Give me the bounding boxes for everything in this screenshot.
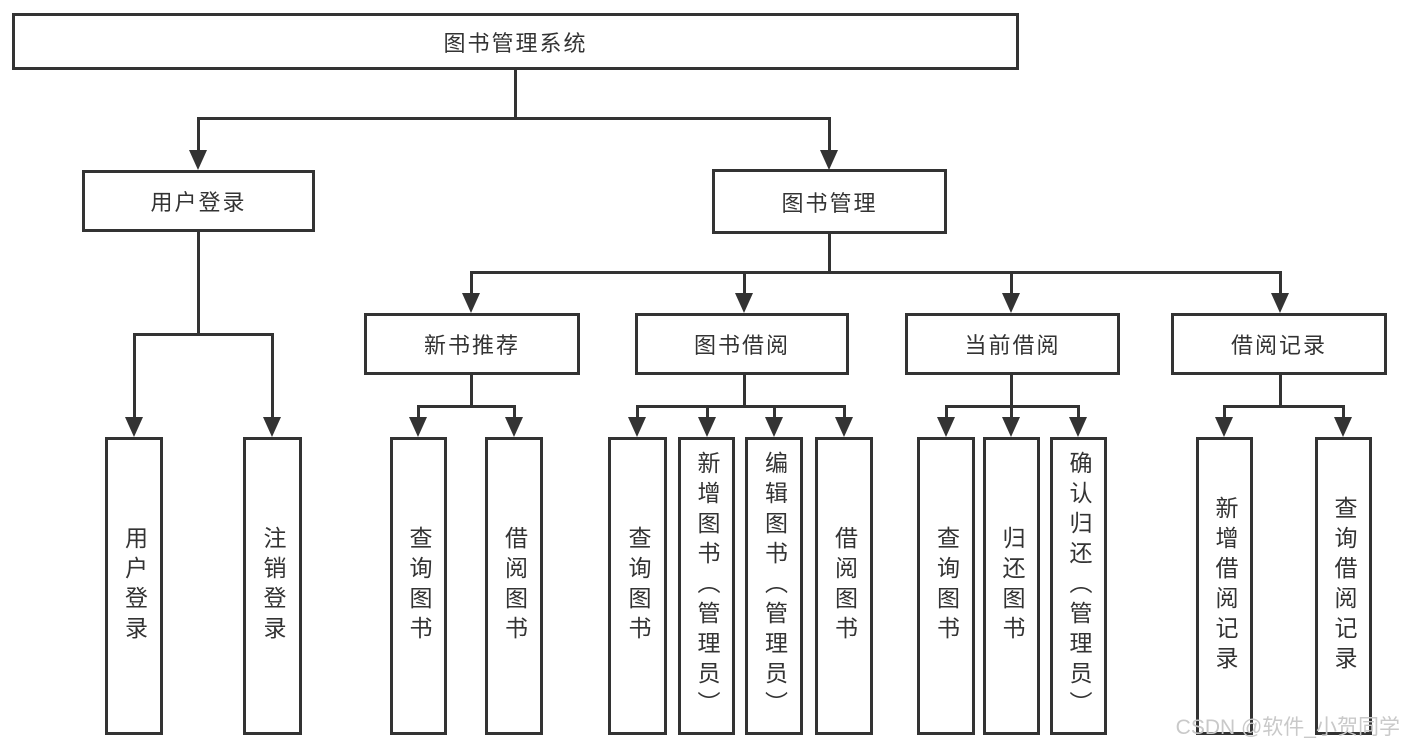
leaf-newbook-borrow: 借阅图书 — [485, 437, 543, 735]
leaf-borrow-query: 查询图书 — [608, 437, 667, 735]
leaf-newbook-query-label: 查询图书 — [406, 526, 432, 646]
connector-line — [1279, 271, 1282, 295]
node-borrow-records-label: 借阅记录 — [1230, 333, 1327, 358]
node-root: 图书管理系统 — [12, 13, 1019, 70]
leaf-logout: 注销登录 — [243, 437, 302, 735]
connector-line — [773, 405, 776, 419]
arrow-down-icon — [628, 417, 646, 437]
leaf-current-query-label: 查询图书 — [933, 526, 960, 646]
connector-line — [470, 271, 1282, 274]
leaf-borrow-edit-book-label: 编辑图书（管理员） — [761, 451, 788, 721]
leaf-user-login: 用户登录 — [105, 437, 163, 735]
leaf-newbook-borrow-label: 借阅图书 — [501, 526, 528, 646]
connector-line — [1077, 405, 1080, 419]
leaf-query-borrow-record-label: 查询借阅记录 — [1331, 496, 1357, 676]
leaf-confirm-return: 确认归还（管理员） — [1050, 437, 1107, 735]
node-borrow-records: 借阅记录 — [1171, 313, 1387, 375]
leaf-add-borrow-record-label: 新增借阅记录 — [1212, 496, 1238, 676]
leaf-borrow-book: 借阅图书 — [815, 437, 873, 735]
arrow-down-icon — [1002, 293, 1020, 313]
arrow-down-icon — [1215, 417, 1233, 437]
connector-line — [470, 271, 473, 295]
arrow-down-icon — [820, 150, 838, 170]
node-root-label: 图书管理系统 — [443, 30, 588, 56]
leaf-confirm-return-label: 确认归还（管理员） — [1066, 451, 1092, 721]
arrow-down-icon — [1002, 417, 1020, 437]
node-new-book-recommend: 新书推荐 — [364, 313, 580, 375]
connector-line — [706, 405, 709, 419]
arrow-down-icon — [189, 150, 207, 170]
node-book-management-label: 图书管理 — [781, 190, 878, 216]
leaf-logout-label: 注销登录 — [260, 526, 286, 646]
leaf-user-login-label: 用户登录 — [121, 526, 148, 646]
connector-line — [513, 405, 516, 419]
connector-line — [197, 232, 200, 333]
connector-line — [1010, 271, 1013, 295]
connector-line — [1010, 375, 1013, 405]
node-book-management: 图书管理 — [712, 169, 947, 234]
arrow-down-icon — [505, 417, 523, 437]
connector-line — [417, 405, 516, 408]
connector-line — [271, 333, 274, 419]
leaf-borrow-edit-book: 编辑图书（管理员） — [745, 437, 803, 735]
arrow-down-icon — [1271, 293, 1289, 313]
arrow-down-icon — [125, 417, 143, 437]
connector-line — [828, 234, 831, 271]
node-user-login-label: 用户登录 — [150, 190, 247, 215]
connector-line — [197, 117, 831, 120]
connector-line — [1342, 405, 1345, 419]
connector-line — [133, 333, 136, 419]
connector-line — [636, 405, 639, 419]
connector-line — [843, 405, 846, 419]
arrow-down-icon — [1069, 417, 1087, 437]
connector-line — [1279, 375, 1282, 405]
node-current-borrow: 当前借阅 — [905, 313, 1120, 375]
node-book-borrow: 图书借阅 — [635, 313, 849, 375]
connector-line — [945, 405, 948, 419]
arrow-down-icon — [263, 417, 281, 437]
arrow-down-icon — [735, 293, 753, 313]
connector-line — [197, 117, 200, 153]
arrow-down-icon — [937, 417, 955, 437]
connector-line — [636, 405, 846, 408]
leaf-borrow-add-book: 新增图书（管理员） — [678, 437, 735, 735]
connector-line — [1010, 405, 1013, 419]
arrow-down-icon — [765, 417, 783, 437]
leaf-current-query: 查询图书 — [917, 437, 975, 735]
connector-line — [470, 375, 473, 405]
connector-line — [514, 70, 517, 117]
connector-line — [1223, 405, 1226, 419]
leaf-borrow-book-label: 借阅图书 — [831, 526, 858, 646]
leaf-newbook-query: 查询图书 — [390, 437, 447, 735]
connector-line — [743, 271, 746, 295]
leaf-return-book-label: 归还图书 — [999, 526, 1025, 646]
leaf-borrow-add-book-label: 新增图书（管理员） — [694, 451, 720, 721]
arrow-down-icon — [1334, 417, 1352, 437]
connector-line — [828, 117, 831, 153]
leaf-query-borrow-record: 查询借阅记录 — [1315, 437, 1372, 735]
arrow-down-icon — [835, 417, 853, 437]
arrow-down-icon — [462, 293, 480, 313]
node-user-login: 用户登录 — [82, 170, 315, 232]
arrow-down-icon — [698, 417, 716, 437]
leaf-return-book: 归还图书 — [983, 437, 1040, 735]
arrow-down-icon — [409, 417, 427, 437]
leaf-add-borrow-record: 新增借阅记录 — [1196, 437, 1253, 735]
connector-line — [743, 375, 746, 405]
connector-line — [1223, 405, 1345, 408]
leaf-borrow-query-label: 查询图书 — [625, 526, 651, 646]
connector-line — [133, 333, 274, 336]
node-book-borrow-label: 图书借阅 — [693, 333, 790, 358]
connector-line — [417, 405, 420, 419]
node-current-borrow-label: 当前借阅 — [964, 333, 1061, 358]
watermark: CSDN @软件_小贺同学 — [1175, 716, 1400, 739]
node-new-book-recommend-label: 新书推荐 — [423, 333, 520, 358]
